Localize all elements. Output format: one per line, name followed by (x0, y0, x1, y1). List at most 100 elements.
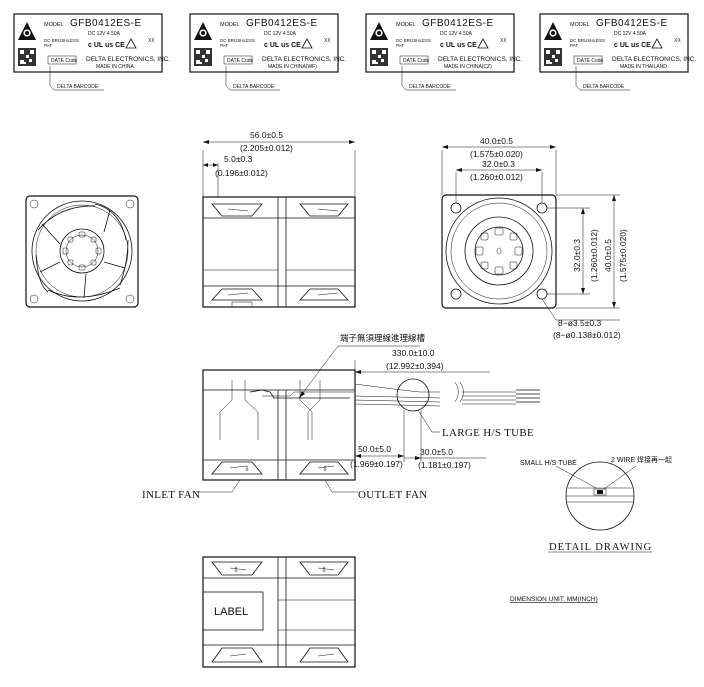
product-label-2: MODEL GFB0412ES-E DC 12V 4.50A DC BRUSHL… (189, 13, 346, 91)
qr-barcode-icon (544, 48, 562, 66)
revision-code: XX (674, 38, 681, 44)
dim-offset-in: (0.196±0.012) (215, 168, 268, 178)
inlet-fan-label: INLET FAN (142, 489, 200, 501)
company-text: DELTA ELECTRONICS, INC. (612, 56, 696, 63)
datecode-box (223, 55, 253, 65)
fan-side-view-top (202, 140, 356, 308)
origin-text: MADE IN CHINA (96, 64, 134, 70)
model-number: GFB0412ES-E (70, 18, 142, 29)
barcode-note: DELTA BARCODE (233, 84, 275, 90)
detail-drawing-title: DETAIL DRAWING (549, 542, 652, 553)
company-text: DELTA ELECTRONICS, INC. (86, 56, 170, 63)
revision-code: XX (500, 38, 507, 44)
label-border (365, 13, 515, 73)
company-text: DELTA ELECTRONICS, INC. (262, 56, 346, 63)
rating-text: DC 12V 4.50A (614, 31, 647, 37)
dim-vhole-mm: 32.0±0.3 (572, 239, 582, 272)
model-number: GFB0412ES-E (596, 18, 668, 29)
dimension-unit-note: DIMENSION UNIT: MM(INCH) (510, 596, 598, 603)
cert-marks: c UL us CE (614, 42, 651, 49)
datecode-text: DATE Code (227, 58, 254, 64)
pat-text: PAT. (396, 43, 405, 48)
label-border (13, 13, 163, 73)
warning-triangle-icon (125, 38, 137, 49)
pat-text: PAT. (44, 43, 53, 48)
motor-text: DC BRUSHLESS (220, 38, 255, 43)
dim-height-in: (1.575±0.020) (618, 229, 628, 282)
fan-side-view-leads: ⇩ ⇩ (196, 345, 540, 493)
cert-marks: c UL us CE (264, 42, 301, 49)
dim-tube1-in: (1.969±0.197) (350, 459, 403, 469)
revision-code: XX (324, 38, 331, 44)
dim-length-mm: 56.0±0.5 (250, 130, 283, 140)
airflow-arrow-icon: ⇩ (244, 465, 250, 473)
cert-marks: c UL us CE (88, 42, 125, 49)
dim-hole-in: (1.260±0.012) (470, 172, 523, 182)
rating-text: DC 12V 4.50A (264, 31, 297, 37)
barcode-note: DELTA BARCODE (409, 84, 451, 90)
outlet-fan-label: OUTLET FAN (358, 489, 428, 501)
model-caption: MODEL (220, 22, 240, 28)
motor-text: DC BRUSHLESS (396, 38, 431, 43)
barcode-leader-line (49, 66, 104, 91)
fan-side-view-bottom: ⇩ ⇩ (202, 556, 356, 668)
pat-text: PAT. (570, 43, 579, 48)
product-label-3: MODEL GFB0412ES-E DC 12V 4.50A DC BRUSHL… (365, 13, 522, 91)
dim-tube1-mm: 50.0±5.0 (358, 444, 391, 454)
label-area-text: LABEL (214, 606, 248, 618)
cn-wiring-note: 端子無須理線進理線槽 (340, 333, 426, 343)
barcode-note: DELTA BARCODE (583, 84, 625, 90)
label-border (189, 13, 339, 73)
qr-barcode-icon (194, 48, 212, 66)
company-text: DELTA ELECTRONICS, INC. (438, 56, 522, 63)
fan-front-view-right (441, 145, 620, 321)
fan-front-view-left (25, 195, 139, 308)
detail-drawing (548, 461, 652, 553)
dim-mounting-holes-in: (8−ø0.138±0.012) (553, 330, 621, 340)
dim-height-mm: 40.0±0.5 (603, 239, 613, 272)
dim-length-in: (2.205±0.012) (240, 143, 293, 153)
barcode-leader-line (225, 66, 280, 91)
barcode-leader-line (575, 66, 630, 91)
dim-mounting-holes-mm: 8−ø3.5±0.3 (558, 318, 601, 328)
small-tube-label: SMALL H/S TUBE (520, 460, 577, 467)
datecode-box (47, 55, 77, 65)
cert-marks: c UL us CE (440, 42, 477, 49)
datecode-text: DATE Code (577, 58, 604, 64)
warning-triangle-icon (477, 38, 489, 49)
large-tube-label: LARGE H/S TUBE (442, 427, 534, 439)
qr-barcode-icon (18, 48, 36, 66)
revision-code: XX (148, 38, 155, 44)
datecode-box (399, 55, 429, 65)
barcode-note: DELTA BARCODE (57, 84, 99, 90)
model-caption: MODEL (396, 22, 416, 28)
dim-width-in: (1.575±0.020) (470, 149, 523, 159)
datecode-text: DATE Code (51, 58, 78, 64)
model-number: GFB0412ES-E (246, 18, 318, 29)
pat-text: PAT. (220, 43, 229, 48)
label-area-box (202, 591, 264, 631)
product-label-4: MODEL GFB0412ES-E DC 12V 4.50A DC BRUSHL… (539, 13, 696, 91)
warning-triangle-icon (301, 38, 313, 49)
two-wire-note: 2 WIRE 焊接再一起 (611, 455, 672, 464)
airflow-arrow-icon: ⇩ (233, 566, 239, 574)
airflow-arrow-icon: ⇩ (322, 465, 328, 473)
motor-text: DC BRUSHLESS (44, 38, 79, 43)
label-border (539, 13, 689, 73)
delta-logo-icon (370, 22, 388, 40)
delta-logo-icon (544, 22, 562, 40)
origin-text: MADE IN THAILAND (620, 64, 667, 70)
rating-text: DC 12V 4.50A (88, 31, 121, 37)
origin-text: MADE IN CHINA(CZ) (444, 64, 492, 70)
dim-tube2-mm: 30.0±5.0 (420, 447, 453, 457)
model-caption: MODEL (570, 22, 590, 28)
qr-barcode-icon (370, 48, 388, 66)
datecode-box (573, 55, 603, 65)
origin-text: MADE IN CHINA(WF) (268, 64, 317, 70)
dim-offset-mm: 5.0±0.3 (224, 154, 253, 164)
dim-tube2-in: (1.181±0.197) (418, 460, 471, 470)
airflow-arrow-icon: ⇩ (321, 566, 327, 574)
model-number: GFB0412ES-E (422, 18, 494, 29)
delta-logo-icon (194, 22, 212, 40)
